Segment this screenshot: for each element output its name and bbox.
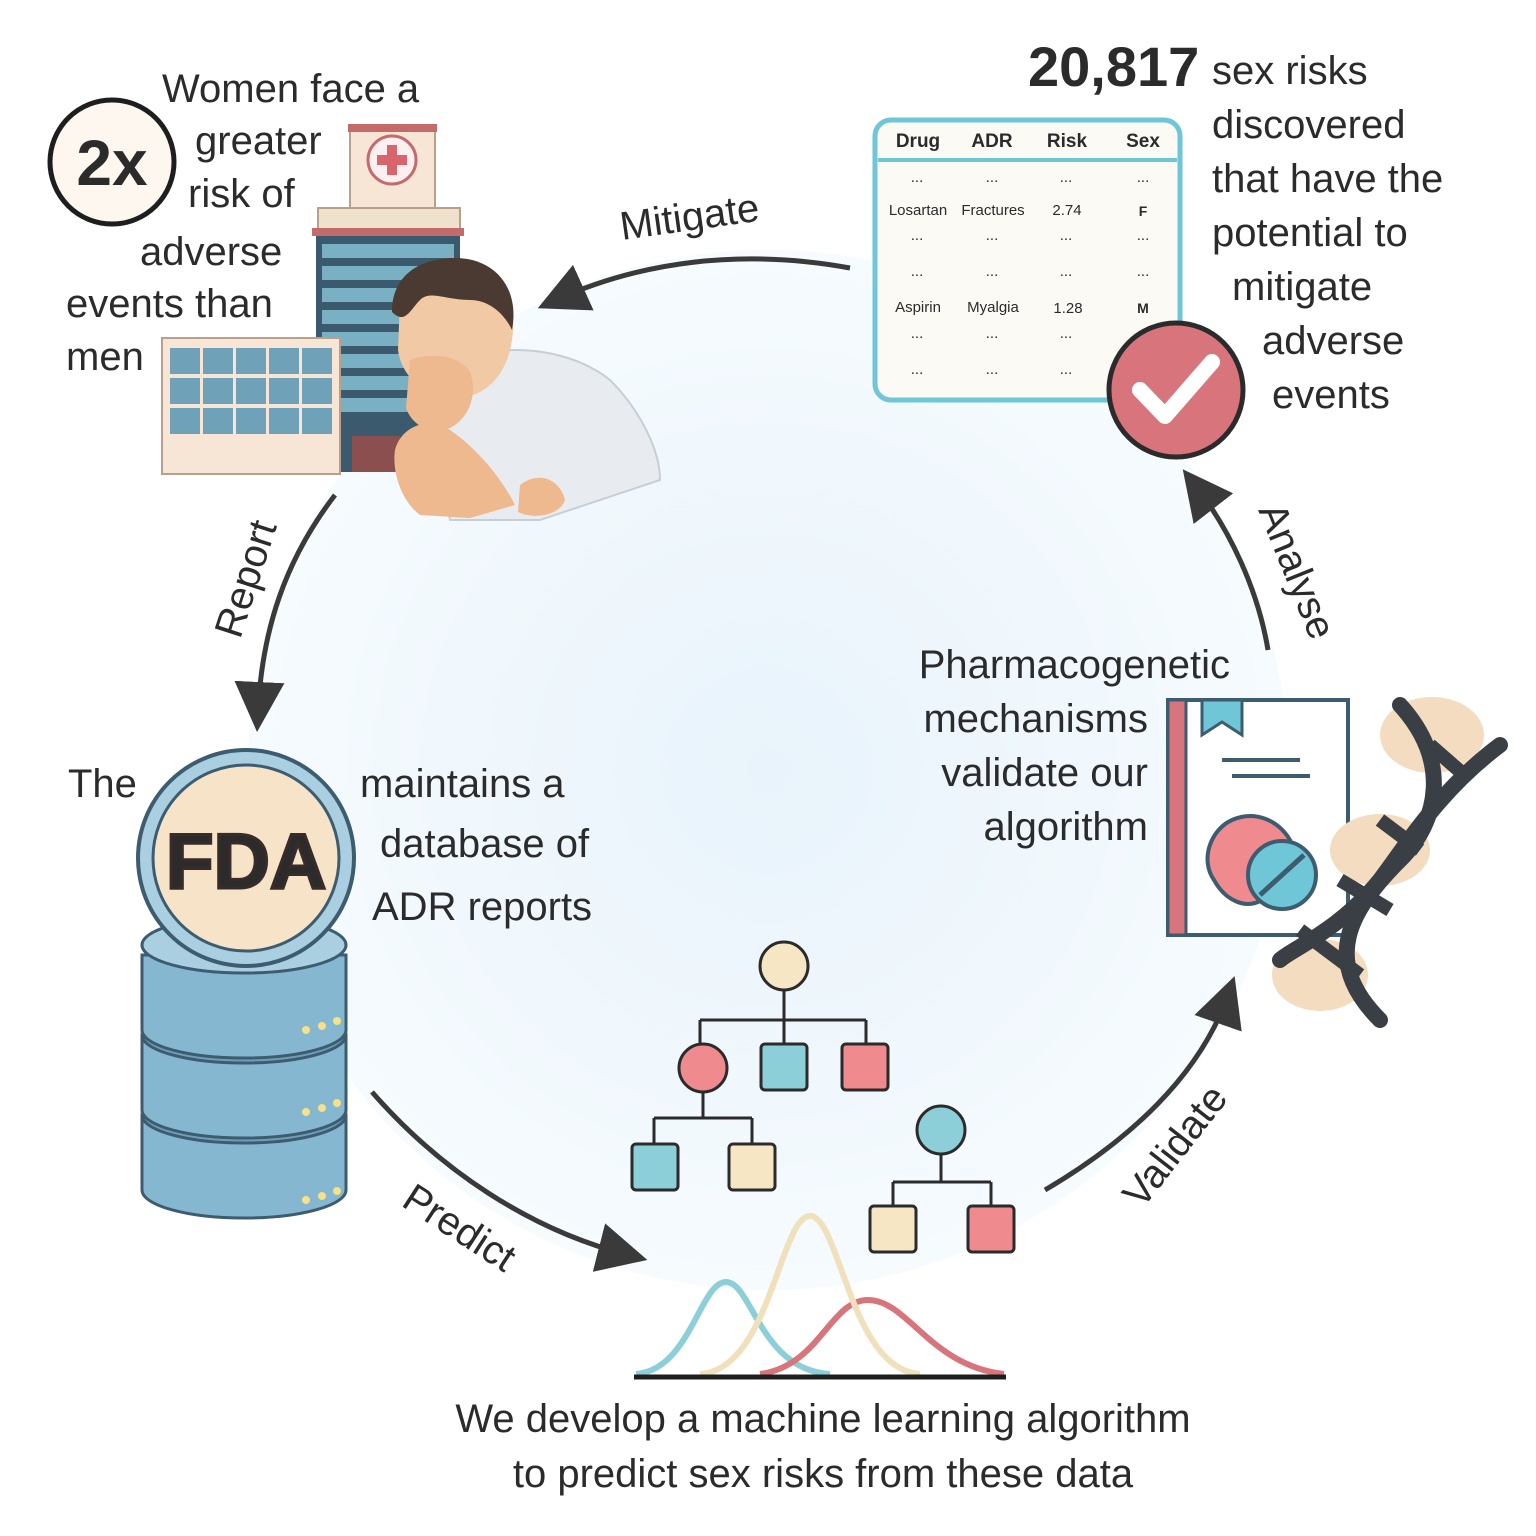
- risk-badge: 2x: [47, 97, 177, 227]
- table-ellipsis: ...: [1060, 263, 1073, 280]
- stat-line-2: discovered: [1212, 103, 1405, 147]
- fda-line-2: database of: [380, 822, 590, 866]
- tree-node: [915, 1104, 967, 1156]
- table-cell-sex: F: [1139, 203, 1148, 219]
- tree-node: [840, 1042, 890, 1092]
- women-line-1: Women face a: [162, 67, 420, 111]
- stat-text: sex risks discovered that have the poten…: [1212, 49, 1443, 417]
- women-line-5: events than: [66, 282, 273, 326]
- table-cell-adr: Myalgia: [967, 299, 1019, 316]
- table-ellipsis: ...: [911, 227, 924, 244]
- arrow-validate: [1043, 976, 1242, 1193]
- table-header-adr: ADR: [971, 131, 1012, 152]
- women-line-4: adverse: [140, 230, 282, 274]
- tree-node: [759, 1042, 809, 1092]
- table-cell-adr: Fractures: [961, 202, 1024, 219]
- table-ellipsis: ...: [1060, 361, 1073, 378]
- stat-line-1: sex risks: [1212, 49, 1368, 93]
- table-ellipsis: ...: [1137, 227, 1150, 244]
- label-mitigate: Mitigate: [617, 186, 762, 249]
- tree-node: [758, 940, 810, 992]
- curve-cream: [699, 1212, 921, 1377]
- check-icon: [1106, 320, 1246, 460]
- table-ellipsis: ...: [911, 263, 924, 280]
- stat-line-6: adverse: [1262, 319, 1404, 363]
- arrow-report: [234, 493, 337, 732]
- pharma-line-3: validate our: [941, 751, 1148, 795]
- table-cell-sex: M: [1137, 300, 1149, 316]
- results-table: Drug ADR Risk Sex ... ... ... ... Losart…: [872, 117, 1183, 403]
- table-header-sex: Sex: [1126, 131, 1160, 152]
- fda-line-1: maintains a: [360, 762, 565, 806]
- pill-book-icon: [1166, 698, 1350, 937]
- fda-line-3: ADR reports: [372, 885, 592, 929]
- women-line-6: men: [66, 335, 144, 379]
- table-ellipsis: ...: [986, 169, 999, 186]
- ml-line-2: to predict sex risks from these data: [513, 1452, 1134, 1496]
- pharma-line-1: Pharmacogenetic: [919, 643, 1230, 687]
- curve-red: [759, 1296, 1005, 1377]
- table-ellipsis: ...: [986, 325, 999, 342]
- pharma-line-4: algorithm: [983, 805, 1148, 849]
- table-ellipsis: ...: [986, 227, 999, 244]
- tree-node: [868, 1204, 918, 1254]
- tree-node: [727, 1142, 777, 1192]
- table-cell-risk: 2.74: [1052, 202, 1081, 219]
- pharma-line-2: mechanisms: [923, 697, 1148, 741]
- table-ellipsis: ...: [1060, 169, 1073, 186]
- table-header-risk: Risk: [1047, 131, 1088, 152]
- ml-line-1: We develop a machine learning algorithm: [455, 1397, 1190, 1441]
- ml-text: We develop a machine learning algorithm …: [455, 1397, 1190, 1496]
- decision-tree-icon: [652, 990, 993, 1206]
- table-ellipsis: ...: [986, 263, 999, 280]
- table-ellipsis: ...: [911, 325, 924, 342]
- fda-text: maintains a database of ADR reports: [360, 762, 592, 929]
- women-line-2: greater: [195, 119, 322, 163]
- risk-badge-text: 2x: [76, 127, 148, 199]
- curve-teal: [635, 1278, 831, 1377]
- table-ellipsis: ...: [1137, 169, 1150, 186]
- table-ellipsis: ...: [1060, 325, 1073, 342]
- tree-node: [966, 1204, 1016, 1254]
- table-header-drug: Drug: [896, 131, 940, 152]
- tree-node: [630, 1142, 680, 1192]
- tree-node: [677, 1042, 729, 1094]
- sick-person-icon: [392, 258, 662, 521]
- table-ellipsis: ...: [911, 361, 924, 378]
- table-cell-risk: 1.28: [1053, 300, 1082, 317]
- women-line-3: risk of: [188, 172, 296, 216]
- dna-icon: [1272, 697, 1508, 1028]
- fda-logo: FDA: [136, 748, 356, 968]
- table-ellipsis: ...: [1060, 227, 1073, 244]
- table-ellipsis: ...: [1137, 263, 1150, 280]
- decision-tree-nodes: [630, 940, 1016, 1254]
- table-cell-drug: Losartan: [889, 202, 947, 219]
- arrow-mitigate: [537, 256, 851, 311]
- table-cell-drug: Aspirin: [895, 299, 941, 316]
- stat-line-5: mitigate: [1232, 265, 1372, 309]
- stat-number: 20,817: [1028, 35, 1199, 98]
- arrow-predict: [370, 1090, 648, 1272]
- arrow-analyse: [1182, 469, 1271, 651]
- fda-logo-text: FDA: [166, 817, 326, 905]
- table-ellipsis: ...: [986, 361, 999, 378]
- fda-the: The: [68, 762, 137, 806]
- stat-line-4: potential to: [1212, 211, 1408, 255]
- table-ellipsis: ...: [911, 169, 924, 186]
- stat-line-7: events: [1272, 373, 1390, 417]
- stat-line-3: that have the: [1212, 157, 1443, 201]
- pharma-text: Pharmacogenetic mechanisms validate our …: [919, 643, 1230, 849]
- women-risk-text: Women face a greater risk of adverse eve…: [66, 67, 420, 379]
- distribution-curves-icon: [634, 1212, 1006, 1380]
